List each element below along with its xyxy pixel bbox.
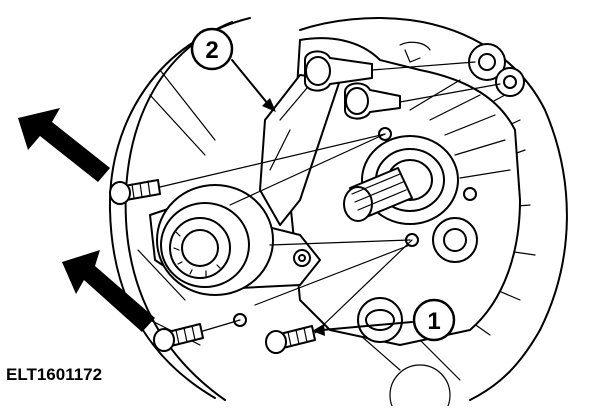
figure-reference-code: ELT1601172	[6, 365, 102, 384]
callout-1-arrowhead	[312, 324, 325, 336]
callout-2-badge: 2	[190, 27, 234, 71]
input-shaft	[343, 127, 477, 247]
bolt-upper-left	[109, 133, 386, 205]
bolt-lower-left	[153, 319, 241, 352]
callout-2-arrowhead	[262, 98, 276, 112]
concentric-slave-cylinder	[149, 133, 411, 327]
callout-1-leader	[321, 321, 413, 331]
callout-1-badge: 1	[412, 298, 456, 342]
callout-2-leader	[231, 59, 269, 105]
callout-2-label: 2	[205, 37, 218, 64]
bolt-lower-center	[265, 239, 413, 354]
release-fork	[259, 50, 501, 226]
callout-1-label: 1	[427, 308, 440, 335]
bold-arrow-icon	[18, 108, 110, 182]
bold-arrow-icon	[62, 250, 155, 332]
